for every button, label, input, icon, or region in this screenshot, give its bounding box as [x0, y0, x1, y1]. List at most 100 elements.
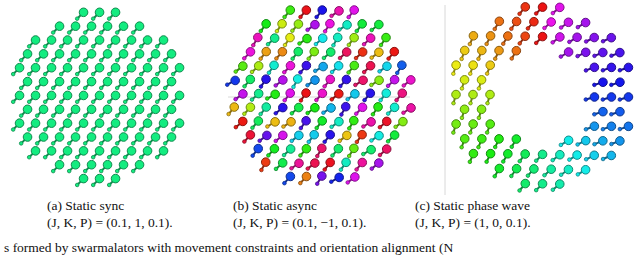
swarmalator-pin [543, 18, 556, 30]
swarmalator-pin [265, 90, 279, 100]
swarmalator-pin [67, 133, 79, 145]
swarmalator-pin [234, 90, 247, 101]
swarmalator-pin [75, 119, 87, 131]
swarmalator-pin [75, 63, 87, 75]
swarmalator-pin [468, 32, 478, 46]
swarmalator-pin [163, 105, 175, 117]
swarmalator-pin [250, 62, 263, 74]
swarmalator-pin [123, 63, 135, 75]
swarmalator-pin [259, 75, 270, 89]
swarmalator-pin [402, 104, 416, 115]
swarmalator-pin [155, 147, 167, 159]
swarmalator-pin [27, 147, 39, 159]
swarmalator-pin [485, 61, 494, 76]
swarmalator-pin [27, 36, 39, 48]
swarmalator-pin [163, 50, 175, 62]
figure-caption: s formed by swarmalators with movement c… [4, 240, 453, 256]
swarmalator-pin [347, 144, 358, 158]
swarmalator-pin [75, 174, 87, 186]
swarmalator-pin [155, 119, 167, 131]
swarmalator-pin [131, 50, 143, 62]
swarmalator-pin [363, 89, 375, 102]
swarmalator-pin [501, 32, 512, 46]
swarmalator-pin [338, 131, 351, 143]
swarmalator-pin [107, 91, 119, 103]
swarmalator-pin [19, 105, 31, 117]
swarmalator-pin [51, 133, 63, 145]
swarmalator-pin [283, 172, 295, 185]
swarmalator-pin [299, 89, 310, 102]
swarmalator-pin [115, 133, 127, 145]
swarmalator-pin [468, 149, 478, 163]
swarmalator-pin [370, 48, 383, 59]
swarmalator-pin [402, 76, 415, 88]
swarmalator-pin [355, 130, 366, 143]
swarmalator-pin [242, 48, 254, 61]
swarmalator-pin [27, 63, 39, 75]
swarmalator-pin [460, 46, 469, 61]
swarmalator-pin [19, 50, 31, 62]
swarmalator-pin [91, 36, 103, 48]
swarmalator-pin [362, 118, 376, 129]
swarmalator-pin [91, 174, 103, 186]
swarmalator-pin [171, 63, 183, 75]
swarmalator-pin [43, 119, 55, 131]
swarmalator-pin [274, 76, 287, 88]
swarmalator-pin [75, 91, 87, 103]
swarmalator-pin [11, 63, 23, 75]
swarmalator-pin [460, 134, 469, 149]
swarmalator-pin [379, 33, 390, 47]
swarmalator-pin [460, 76, 469, 91]
swarmalator-pin [315, 117, 327, 130]
swarmalator-pin [139, 147, 151, 159]
swarmalator-pin [346, 90, 359, 101]
swarmalator-pin [559, 18, 572, 29]
swarmalator-pin [510, 17, 521, 30]
swarmalator-pin [51, 77, 63, 89]
swarmalator-pin [99, 105, 111, 117]
swarmalator-pin [274, 131, 287, 143]
swarmalator-pin [347, 61, 359, 74]
swarmalator-pin [576, 18, 590, 29]
swarmalator-pin [299, 116, 310, 129]
swarmalator-pin [290, 103, 303, 115]
swarmalator-pin [282, 145, 295, 157]
swarmalator-pin [584, 151, 598, 161]
swarmalator-pin [510, 46, 521, 60]
swarmalator-pin [339, 75, 351, 88]
swarmalator-pin [468, 61, 477, 76]
swarmalator-pin [386, 75, 399, 87]
swarmalator-pin [107, 147, 119, 159]
swarmalator-pin [559, 136, 573, 147]
swarmalator-pin [452, 61, 461, 76]
swarmalator-pin [243, 103, 255, 116]
swarmalator-pin [274, 159, 287, 171]
swarmalator-pin [91, 147, 103, 159]
swarmalator-pin [306, 76, 320, 87]
swarmalator-pin [299, 61, 311, 74]
swarmalator-pin [83, 77, 95, 89]
swarmalator-pin [19, 77, 31, 89]
swarmalator-pin [67, 50, 79, 62]
swarmalator-pin [322, 48, 335, 60]
swarmalator-pin [43, 91, 55, 103]
swarmalator-pin [330, 7, 344, 18]
swarmalator-pin [331, 144, 343, 157]
swarmalator-pin [338, 21, 352, 32]
swarmalator-pin [147, 133, 159, 145]
swarmalator-pin [163, 77, 175, 89]
swarmalator-pin [35, 50, 47, 62]
swarmalator-pin [155, 63, 167, 75]
swarmalator-pin [559, 165, 572, 176]
swarmalator-pin [35, 77, 47, 89]
swarmalator-pin [75, 8, 87, 20]
swarmalator-pin [370, 131, 384, 142]
swarmalator-pin [315, 144, 326, 158]
swarmalator-pin [147, 77, 159, 89]
swarmalator-pin [354, 48, 367, 60]
swarmalator-pin [99, 50, 111, 62]
swarmalator-pin [59, 147, 71, 159]
swarmalator-pin [234, 117, 247, 129]
swarmalator-pin [267, 61, 278, 75]
swarmalator-pin [510, 164, 521, 177]
